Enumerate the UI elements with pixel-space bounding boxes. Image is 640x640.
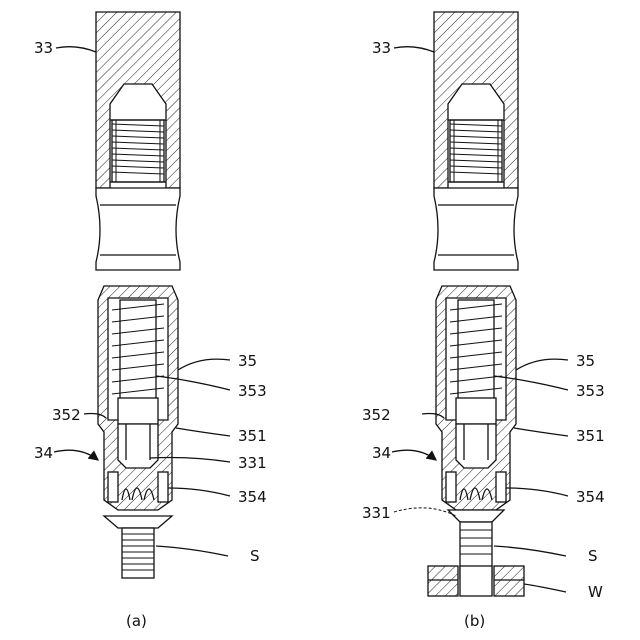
label-34-b: 34	[372, 444, 391, 462]
label-331-a: 331	[238, 454, 267, 472]
label-352-b: 352	[362, 406, 391, 424]
label-353-a: 353	[238, 382, 267, 400]
label-352-a: 352	[52, 406, 81, 424]
label-S-a: S	[250, 547, 260, 565]
panel-b: 33 35 353 352 351 34 331 354 S W (b)	[362, 12, 605, 630]
label-354-b: 354	[576, 488, 605, 506]
label-331-b: 331	[362, 504, 391, 522]
caption-b: (b)	[464, 612, 485, 630]
label-354-a: 354	[238, 488, 267, 506]
label-33-b: 33	[372, 39, 391, 57]
label-351-b: 351	[576, 427, 605, 445]
caption-a: (a)	[126, 612, 147, 630]
label-35-a: 35	[238, 352, 257, 370]
panel-a: 33 35 353 352 351 34 331 354 S (a)	[34, 12, 267, 630]
label-34-a: 34	[34, 444, 53, 462]
label-W-b: W	[588, 583, 603, 601]
label-33-a: 33	[34, 39, 53, 57]
label-351-a: 351	[238, 427, 267, 445]
label-353-b: 353	[576, 382, 605, 400]
label-S-b: S	[588, 547, 598, 565]
label-35-b: 35	[576, 352, 595, 370]
